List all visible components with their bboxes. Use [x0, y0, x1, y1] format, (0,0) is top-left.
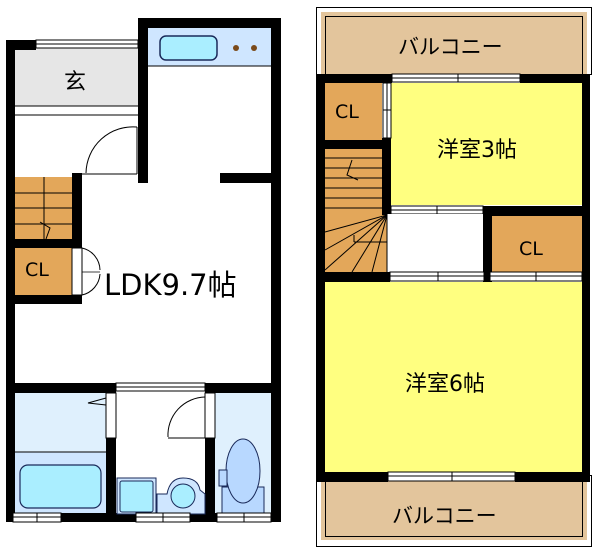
balcony-bottom-inner: [325, 481, 583, 537]
wall: [6, 40, 36, 50]
room-3-label: 洋室3帖: [437, 138, 517, 163]
closet-top-2f: [325, 83, 382, 140]
closet-mid-2f: [492, 216, 582, 272]
wall: [515, 472, 590, 482]
floor-plan-1f: 玄 LDK9.7帖 CL: [6, 18, 281, 523]
wall: [382, 138, 391, 215]
wall: [483, 206, 590, 216]
wall: [138, 18, 148, 183]
closet-label-1f: CL: [25, 259, 49, 281]
room-3-area: [390, 83, 582, 205]
closet-top-label: CL: [335, 101, 359, 123]
wall: [316, 272, 390, 282]
balcony-bottom-label: バルコニー: [392, 504, 497, 528]
wall: [520, 74, 590, 83]
room-6-area: [325, 282, 582, 472]
wall: [138, 18, 281, 28]
wall: [316, 472, 388, 482]
wall: [205, 383, 281, 393]
ldk-label: LDK9.7帖: [104, 268, 237, 302]
closet-1f: [14, 247, 72, 295]
wall: [6, 383, 116, 393]
stairs-2f: [325, 149, 387, 272]
wall: [271, 18, 281, 522]
wall: [6, 295, 82, 304]
balcony-top-fill: [321, 12, 587, 74]
wall: [106, 438, 116, 522]
wall: [205, 438, 215, 522]
balcony-top-inner: [325, 16, 583, 75]
wall: [483, 206, 492, 282]
fixtures-1f: [12, 35, 272, 523]
wall: [6, 40, 15, 522]
room-6-label: 洋室6帖: [405, 372, 485, 397]
entrance-area: [14, 48, 138, 106]
wall: [72, 173, 82, 245]
wall: [6, 239, 82, 248]
balcony-top-label: バルコニー: [398, 35, 503, 59]
wall: [316, 140, 387, 149]
balcony-bottom-fill: [321, 481, 587, 540]
wall: [220, 173, 272, 183]
entrance-label: 玄: [64, 70, 87, 95]
wall: [316, 74, 392, 83]
closet-mid-label: CL: [519, 238, 543, 260]
wall: [582, 74, 590, 482]
